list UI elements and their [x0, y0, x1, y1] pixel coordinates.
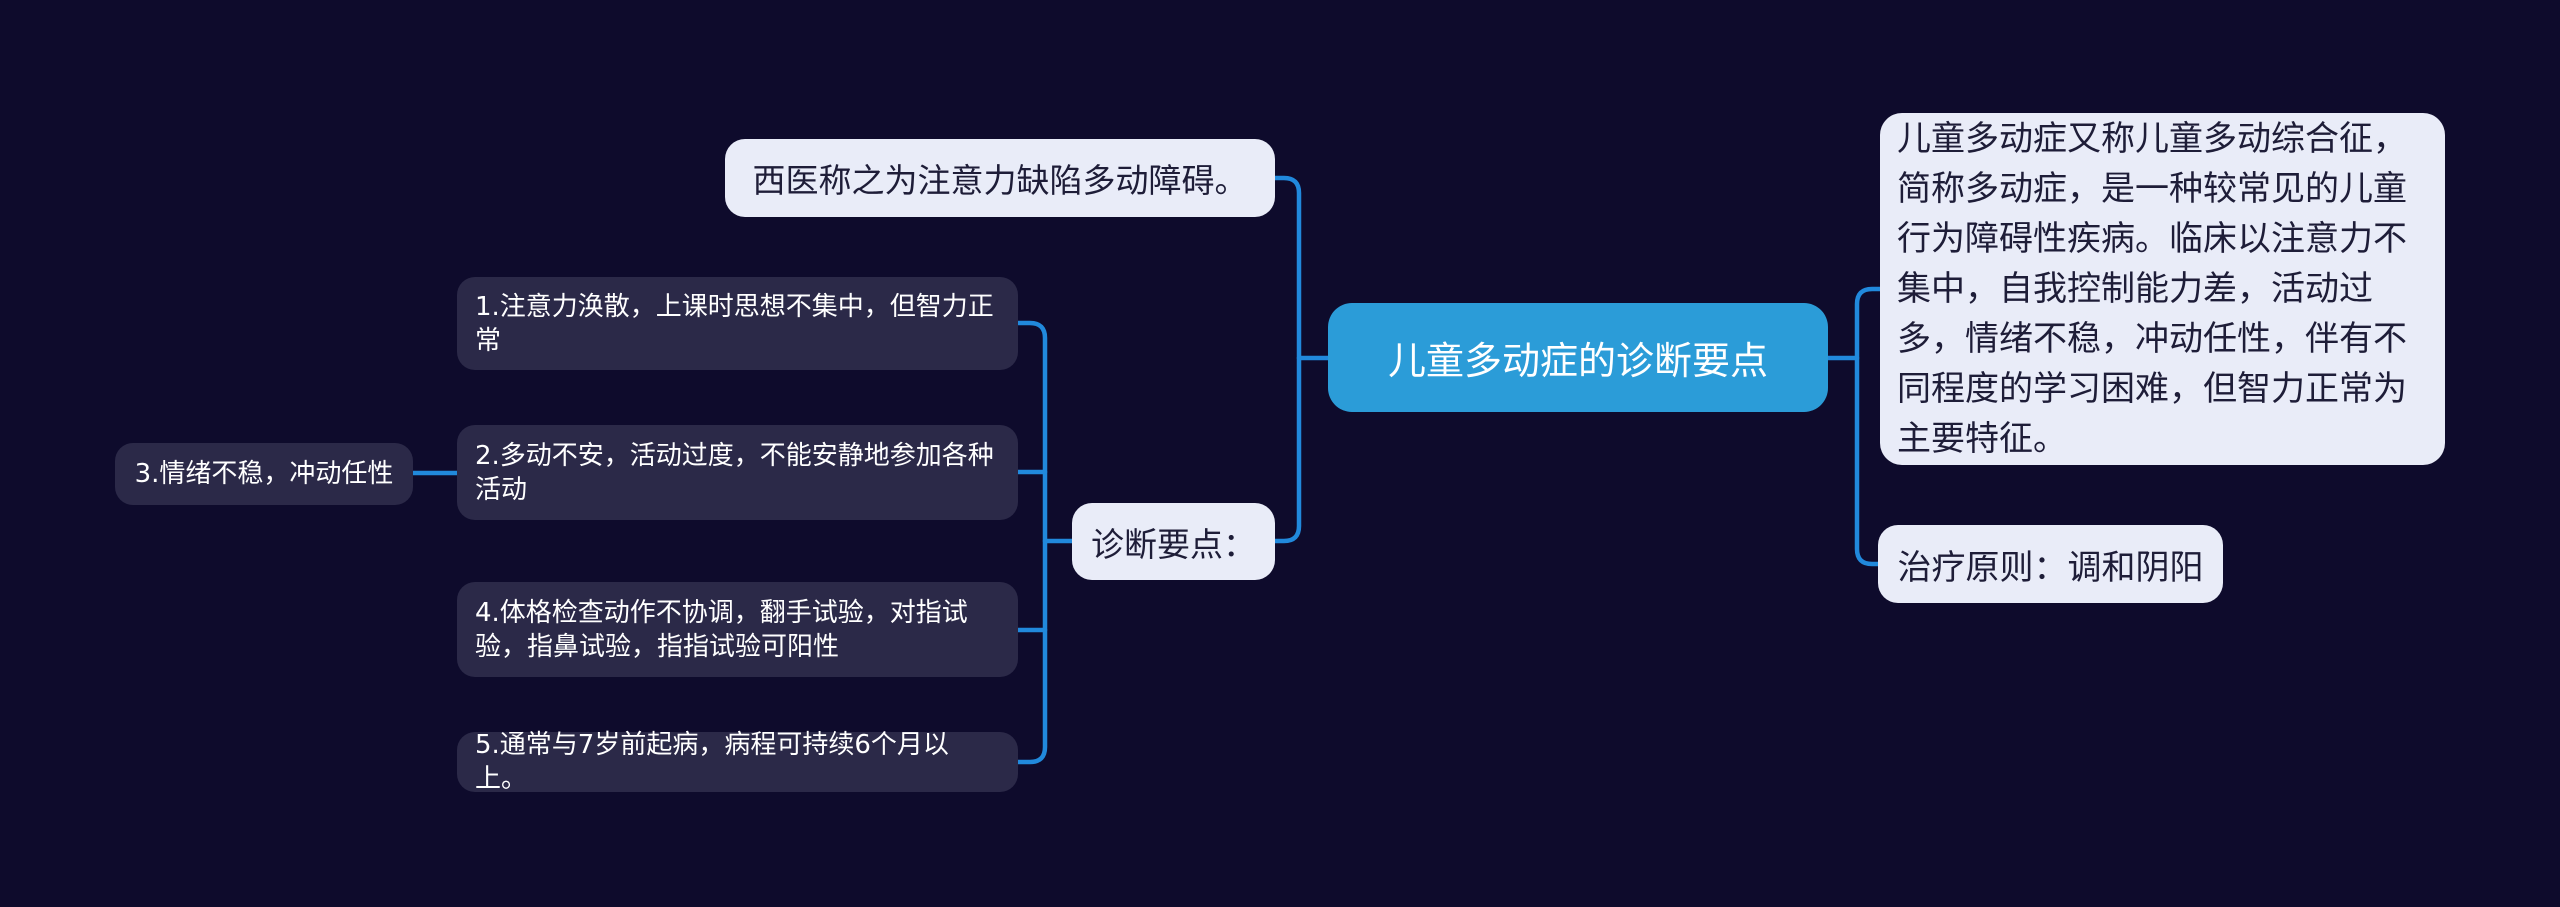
node-diagnosis-item-3[interactable]: 3.情绪不稳，冲动任性 — [115, 443, 413, 505]
connector-left-bracket — [1272, 175, 1302, 544]
connector-diagnosis-bracket — [1015, 320, 1048, 765]
node-diagnosis-points[interactable]: 诊断要点： — [1072, 503, 1275, 580]
node-diagnosis-item-5[interactable]: 5.通常与7岁前起病，病程可持续6个月以上。 — [457, 730, 1018, 794]
node-western-medicine-name[interactable]: 西医称之为注意力缺陷多动障碍。 — [725, 139, 1275, 217]
node-diagnosis-item-2[interactable]: 2.多动不安，活动过度，不能安静地参加各种活动 — [457, 425, 1018, 520]
node-treatment-principle[interactable]: 治疗原则：调和阴阳 — [1878, 525, 2223, 603]
node-diagnosis-item-4[interactable]: 4.体格检查动作不协调，翻手试验，对指试验，指鼻试验，指指试验可阳性 — [457, 582, 1018, 677]
node-root[interactable]: 儿童多动症的诊断要点 — [1328, 303, 1828, 412]
node-overview[interactable]: 儿童多动症又称儿童多动综合征，简称多动症，是一种较常见的儿童行为障碍性疾病。临床… — [1880, 113, 2445, 465]
connector-right-bracket — [1854, 286, 1883, 567]
node-diagnosis-item-1[interactable]: 1.注意力涣散，上课时思想不集中，但智力正常 — [457, 277, 1018, 370]
